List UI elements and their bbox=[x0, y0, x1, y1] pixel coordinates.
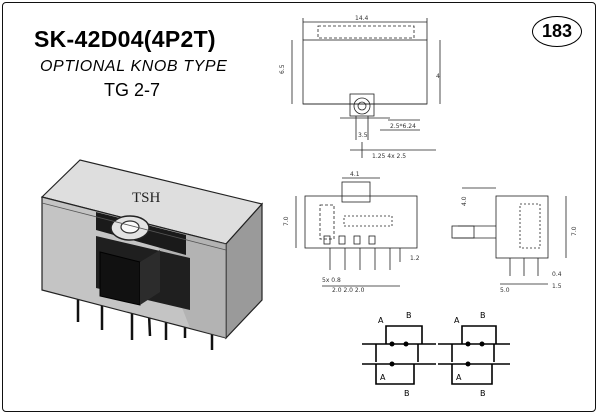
svg-text:4.1: 4.1 bbox=[350, 171, 360, 178]
front-view-drawing bbox=[295, 177, 418, 287]
svg-text:1.2: 1.2 bbox=[410, 255, 420, 262]
pin-diagram-labels: A B A B A B A B bbox=[378, 311, 486, 398]
svg-text:1.25 4x 2.5: 1.25 4x 2.5 bbox=[372, 153, 406, 160]
side-view-drawing bbox=[451, 187, 567, 285]
label-top-right-a: A bbox=[454, 316, 460, 325]
label-top-left-a: A bbox=[378, 316, 384, 325]
subtitle: OPTIONAL KNOB TYPE bbox=[40, 58, 228, 75]
top-view-drawing bbox=[291, 18, 441, 158]
model-title: SK-42D04(4P2T) bbox=[34, 26, 216, 52]
switch-illustration: TSH bbox=[40, 159, 264, 350]
label-top-left-b: B bbox=[406, 311, 412, 320]
svg-text:2.0 2.0 2.0: 2.0 2.0 2.0 bbox=[332, 287, 365, 294]
pin-diagram-lines bbox=[362, 325, 510, 385]
top-view-dimensions: 14.4 6.5 4 2.5*6.24 1.25 4x 2.5 3.5 bbox=[279, 15, 440, 160]
svg-text:4.0: 4.0 bbox=[461, 196, 468, 206]
series-code: TG 2-7 bbox=[104, 80, 161, 100]
svg-text:1.5: 1.5 bbox=[552, 283, 562, 290]
svg-text:5x 0.8: 5x 0.8 bbox=[322, 277, 341, 284]
front-view-dimensions: 4.1 7.0 1.2 5x 0.8 2.0 2.0 2.0 bbox=[283, 171, 420, 294]
svg-text:7.0: 7.0 bbox=[571, 226, 578, 236]
label-bottom-left-a: A bbox=[380, 373, 386, 382]
label-bottom-right-a: A bbox=[456, 373, 462, 382]
svg-text:5.0: 5.0 bbox=[500, 287, 510, 294]
svg-text:6.5: 6.5 bbox=[279, 64, 286, 74]
svg-text:2.5*6.24: 2.5*6.24 bbox=[390, 123, 416, 130]
pin-diagram-dots bbox=[389, 341, 485, 367]
page-number-badge: 183 bbox=[532, 16, 582, 47]
label-bottom-right-b: B bbox=[480, 389, 486, 398]
label-top-right-b: B bbox=[480, 311, 486, 320]
svg-text:4: 4 bbox=[436, 73, 440, 80]
svg-text:14.4: 14.4 bbox=[355, 15, 369, 22]
svg-text:7.0: 7.0 bbox=[283, 216, 290, 226]
svg-text:3.5: 3.5 bbox=[358, 132, 368, 139]
side-view-dimensions: 4.0 7.0 0.4 1.5 5.0 bbox=[461, 196, 578, 294]
label-bottom-left-b: B bbox=[404, 389, 410, 398]
housing-mark: TSH bbox=[132, 190, 161, 206]
svg-text:0.4: 0.4 bbox=[552, 271, 562, 278]
